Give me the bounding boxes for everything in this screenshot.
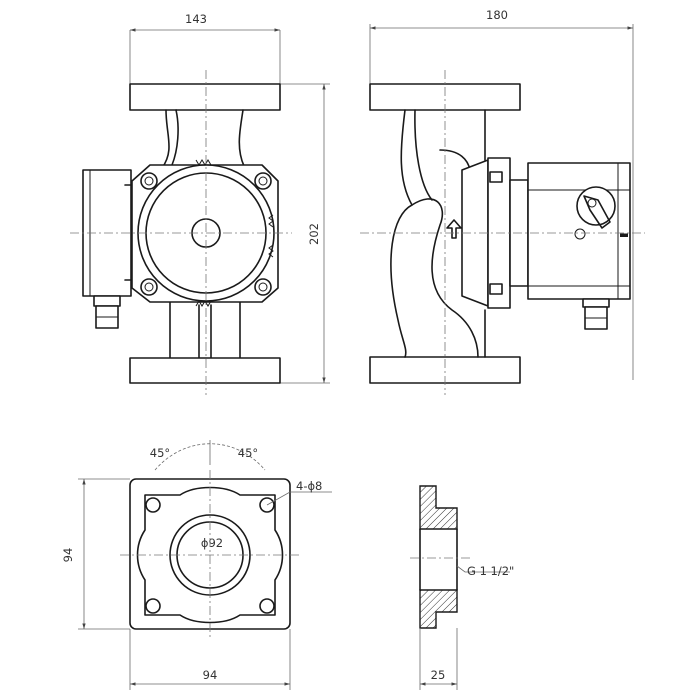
front-bottom-neck: [169, 299, 241, 359]
dim-flange-height-label: 94: [61, 548, 75, 563]
housing-bolts: [140, 172, 272, 296]
section-bore: [419, 528, 458, 591]
motor-box: [527, 162, 631, 300]
dim-section-width-label: 25: [431, 668, 446, 682]
dim-height-label: 202: [307, 223, 321, 245]
thread-label: G 1 1/2": [467, 564, 514, 578]
pump-volute-top: [439, 149, 471, 171]
flange-inner-plate: [136, 486, 284, 624]
dim-side-width-label: 180: [486, 8, 508, 22]
flow-direction-arrow-icon: [446, 219, 462, 239]
front-bottom-rib: [198, 304, 212, 359]
angle-left-label: 45°: [150, 446, 170, 460]
front-bottom-flange: [129, 357, 281, 384]
dim-front-width-label: 143: [185, 12, 207, 26]
section-view: G 1 1/2" 25: [410, 485, 514, 690]
section-top-half: [419, 485, 458, 530]
speed-selector-knob-icon: [576, 186, 616, 229]
front-top-neck: [161, 109, 245, 169]
section-bottom-half: [419, 589, 458, 629]
front-view: 143 202: [70, 12, 330, 395]
dim-flange-width-label: 94: [203, 668, 218, 682]
flange-face-view: 45° 45° ϕ92 4-ϕ8 94 94: [61, 440, 332, 690]
coupling-bolt-top: [489, 171, 503, 183]
side-view: 180: [360, 8, 645, 395]
bolt-holes-label: 4-ϕ8: [296, 479, 322, 493]
bore-diameter-label: ϕ92: [201, 536, 223, 550]
pump-volute: [411, 198, 479, 358]
angle-right-label: 45°: [238, 446, 258, 460]
side-gland-nut: [582, 298, 610, 308]
pump-body-left: [390, 109, 413, 358]
cable-gland-nut: [93, 295, 121, 307]
pump-body-inner-top: [414, 109, 433, 201]
front-neck-inner: [171, 109, 179, 166]
coupling-bolt-bottom: [489, 283, 503, 295]
indicator-light-icon: [574, 228, 586, 240]
front-top-flange: [129, 83, 281, 111]
